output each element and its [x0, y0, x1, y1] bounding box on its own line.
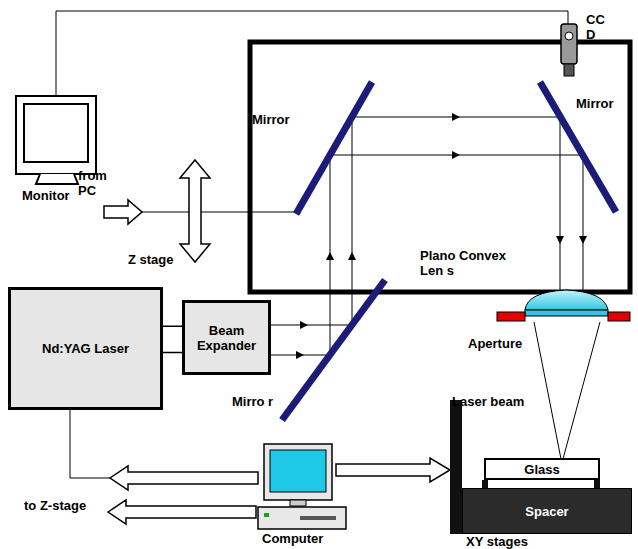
control-line — [142, 212, 296, 213]
laser-box: Nd:YAG Laser — [8, 287, 163, 410]
z-stage-frame — [250, 42, 630, 292]
aperture-block — [608, 312, 630, 321]
spacer-block: Spacer — [462, 488, 632, 534]
mirror-plates — [282, 82, 616, 420]
glass-support — [482, 480, 488, 488]
part-label: Computer — [262, 531, 342, 546]
part-label: Aperture — [468, 336, 538, 351]
z-axis-arrow — [180, 160, 210, 262]
glass-slide: Glass — [484, 458, 600, 480]
part-label: Laser beam — [452, 394, 532, 409]
part-label: Z stage — [128, 252, 180, 267]
computer-icon — [258, 444, 346, 529]
part-label: XY stages — [466, 534, 546, 549]
box-label: Glass — [524, 462, 559, 477]
box-label: Spacer — [525, 504, 568, 519]
hollow-arrow — [104, 200, 142, 224]
signal-wire — [56, 11, 568, 96]
part-label: Mirro r — [232, 394, 276, 409]
part-label: Plano Convex Len s — [420, 248, 516, 278]
hollow-arrow — [108, 500, 256, 524]
plano-convex-lens — [525, 310, 608, 316]
signal-label: from PC — [78, 168, 118, 198]
beam-path — [265, 117, 600, 459]
control-line — [70, 410, 110, 478]
hollow-arrow — [110, 466, 258, 490]
part-label: Mirror — [576, 96, 626, 111]
glass-support — [594, 480, 600, 488]
xy-stage-post — [450, 400, 462, 534]
aperture-block — [497, 312, 525, 321]
part-label: Mirror — [252, 112, 302, 127]
signal-label: to Z-stage — [24, 498, 104, 513]
connector-line — [163, 326, 182, 352]
ccd-camera — [561, 24, 577, 76]
beam-arrowheads — [296, 113, 587, 359]
hollow-arrow — [336, 458, 450, 482]
plano-convex-lens — [525, 290, 608, 310]
part-label: CC D — [586, 12, 610, 42]
box-label: Nd:YAG Laser — [42, 341, 129, 356]
box-label: Beam Expander — [185, 323, 268, 353]
beam-expander-box: Beam Expander — [182, 300, 271, 375]
